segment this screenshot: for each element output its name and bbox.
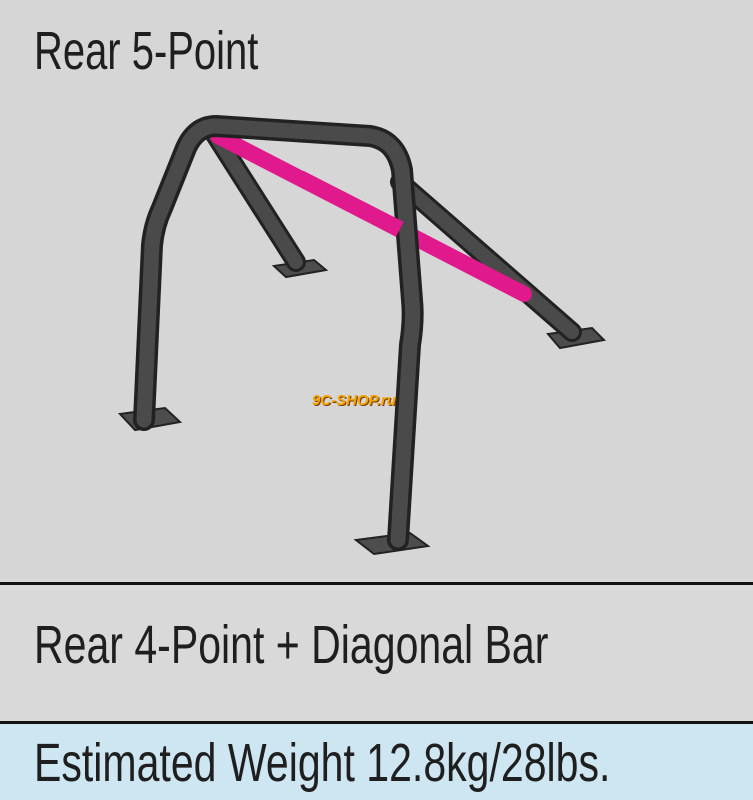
watermark-logo: 9C-SHOP.ru bbox=[312, 392, 396, 409]
roll-cage-diagram bbox=[117, 115, 607, 556]
divider bbox=[0, 721, 753, 724]
divider bbox=[0, 582, 753, 585]
variant-panel bbox=[0, 585, 753, 722]
weight-label: Estimated Weight 12.8kg/28lbs. bbox=[34, 733, 611, 793]
variant-label: Rear 4-Point + Diagonal Bar bbox=[34, 615, 549, 675]
main-hoop bbox=[133, 115, 424, 551]
diagram-panel: Rear 5-Point bbox=[34, 21, 259, 81]
weight-panel bbox=[0, 724, 753, 800]
page-title: Rear 5-Point bbox=[34, 21, 259, 81]
